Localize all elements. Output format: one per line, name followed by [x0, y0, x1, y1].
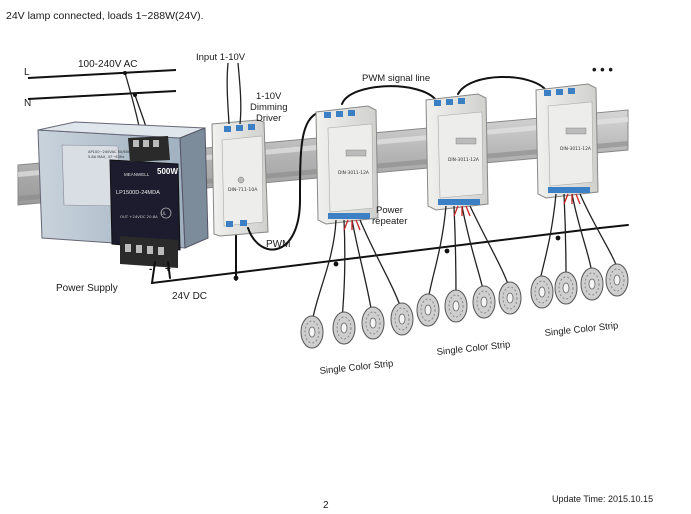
repeater-b-model: DIN-3011-12A [448, 157, 479, 163]
mains-line-l-label: L [24, 67, 30, 78]
repeater-a-model: DIN-3011-12A [338, 170, 369, 176]
psu-model-label: LP1500D-24MDA [116, 190, 160, 196]
psu-spec-line-3: OUT +24VDC 20.8A [120, 214, 158, 219]
power-repeater-b: DIN-3011-12A [425, 93, 489, 211]
strip-reels-b [416, 281, 522, 327]
strip-reels-c [530, 263, 629, 309]
strip-wires-c [539, 193, 619, 281]
header-note: 24V lamp connected, loads 1~288W(24V). [6, 10, 204, 22]
dimming-driver-model: DIN-711-10A [228, 187, 258, 193]
dimming-driver-title-1: 1-10V [256, 91, 282, 102]
page-number: 2 [323, 500, 329, 511]
strip-label-a: Single Color Strip [319, 358, 394, 377]
dimming-driver-module: DIN-711-10A [211, 119, 269, 237]
pwm-signal-line-label: PWM signal line [362, 73, 430, 84]
psu-ac-terminal-block [128, 136, 170, 162]
dimming-driver-title-3: Driver [256, 113, 281, 124]
psu-polarity-minus: - [149, 264, 152, 275]
strip-label-c: Single Color Strip [544, 320, 619, 339]
svg-text:UL: UL [161, 211, 167, 216]
strip-wires-b [427, 205, 511, 301]
dimming-input-label: Input 1-10V [196, 52, 246, 63]
mains-voltage-label: 100-240V AC [78, 59, 138, 70]
psu-brand: MEANWELL [124, 172, 150, 177]
pwm-output-label: PWM [266, 239, 290, 250]
psu-spec-line-1: AP100~240VAC 50/60Hz [88, 150, 133, 154]
repeater-title-2: repeater [372, 216, 407, 227]
mains-line-n-label: N [24, 98, 31, 109]
power-repeater-a: DIN-3011-12A [315, 105, 379, 225]
dc-bus-label: 24V DC [172, 291, 207, 302]
strip-reels-a [300, 302, 414, 349]
mains-lines: L N 100-240V AC [24, 59, 177, 141]
dimming-driver-title-2: Dimming [250, 102, 287, 113]
repeater-title-1: Power [376, 205, 403, 216]
strip-wires-a [311, 219, 403, 323]
power-supply-unit: AP100~240VAC 50/60Hz 5.8A MAX, 47~63Hz M… [37, 121, 209, 275]
power-repeater-c: DIN-3011-12A [535, 83, 599, 199]
pwm-output-wire [247, 111, 321, 251]
power-supply-caption: Power Supply [56, 283, 118, 294]
dc-bus-wires [150, 224, 629, 285]
psu-dc-terminal-block [120, 236, 178, 268]
psu-spec-line-2: 5.8A MAX, 47~63Hz [88, 155, 124, 159]
repeater-c-model: DIN-3011-12A [560, 146, 591, 152]
strip-label-b: Single Color Strip [436, 339, 511, 358]
dimming-input-wires [226, 62, 242, 125]
continuation-dots: • • • [592, 62, 613, 77]
update-time: Update Time: 2015.10.15 [552, 494, 653, 504]
psu-watt-label: 500W [157, 167, 178, 176]
pwm-signal-line [341, 75, 547, 105]
